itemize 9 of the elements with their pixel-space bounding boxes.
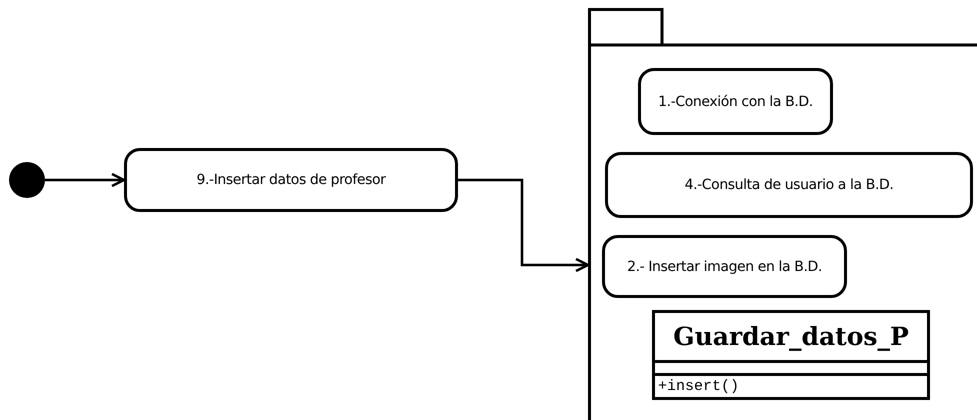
arrow (45, 172, 126, 188)
activity-box: 9.-Insertar datos de profesor (124, 148, 458, 212)
class-name: Guardar_datos_P (673, 322, 909, 352)
activity-box: 1.-Conexión con la B.D. (638, 68, 833, 135)
class-operation: +insert() (658, 378, 740, 395)
class-box (652, 310, 930, 400)
activity-box: 2.- Insertar imagen en la B.D. (602, 235, 847, 298)
activity-box: 4.-Consulta de usuario a la B.D. (605, 152, 973, 218)
arrow (458, 178, 590, 272)
